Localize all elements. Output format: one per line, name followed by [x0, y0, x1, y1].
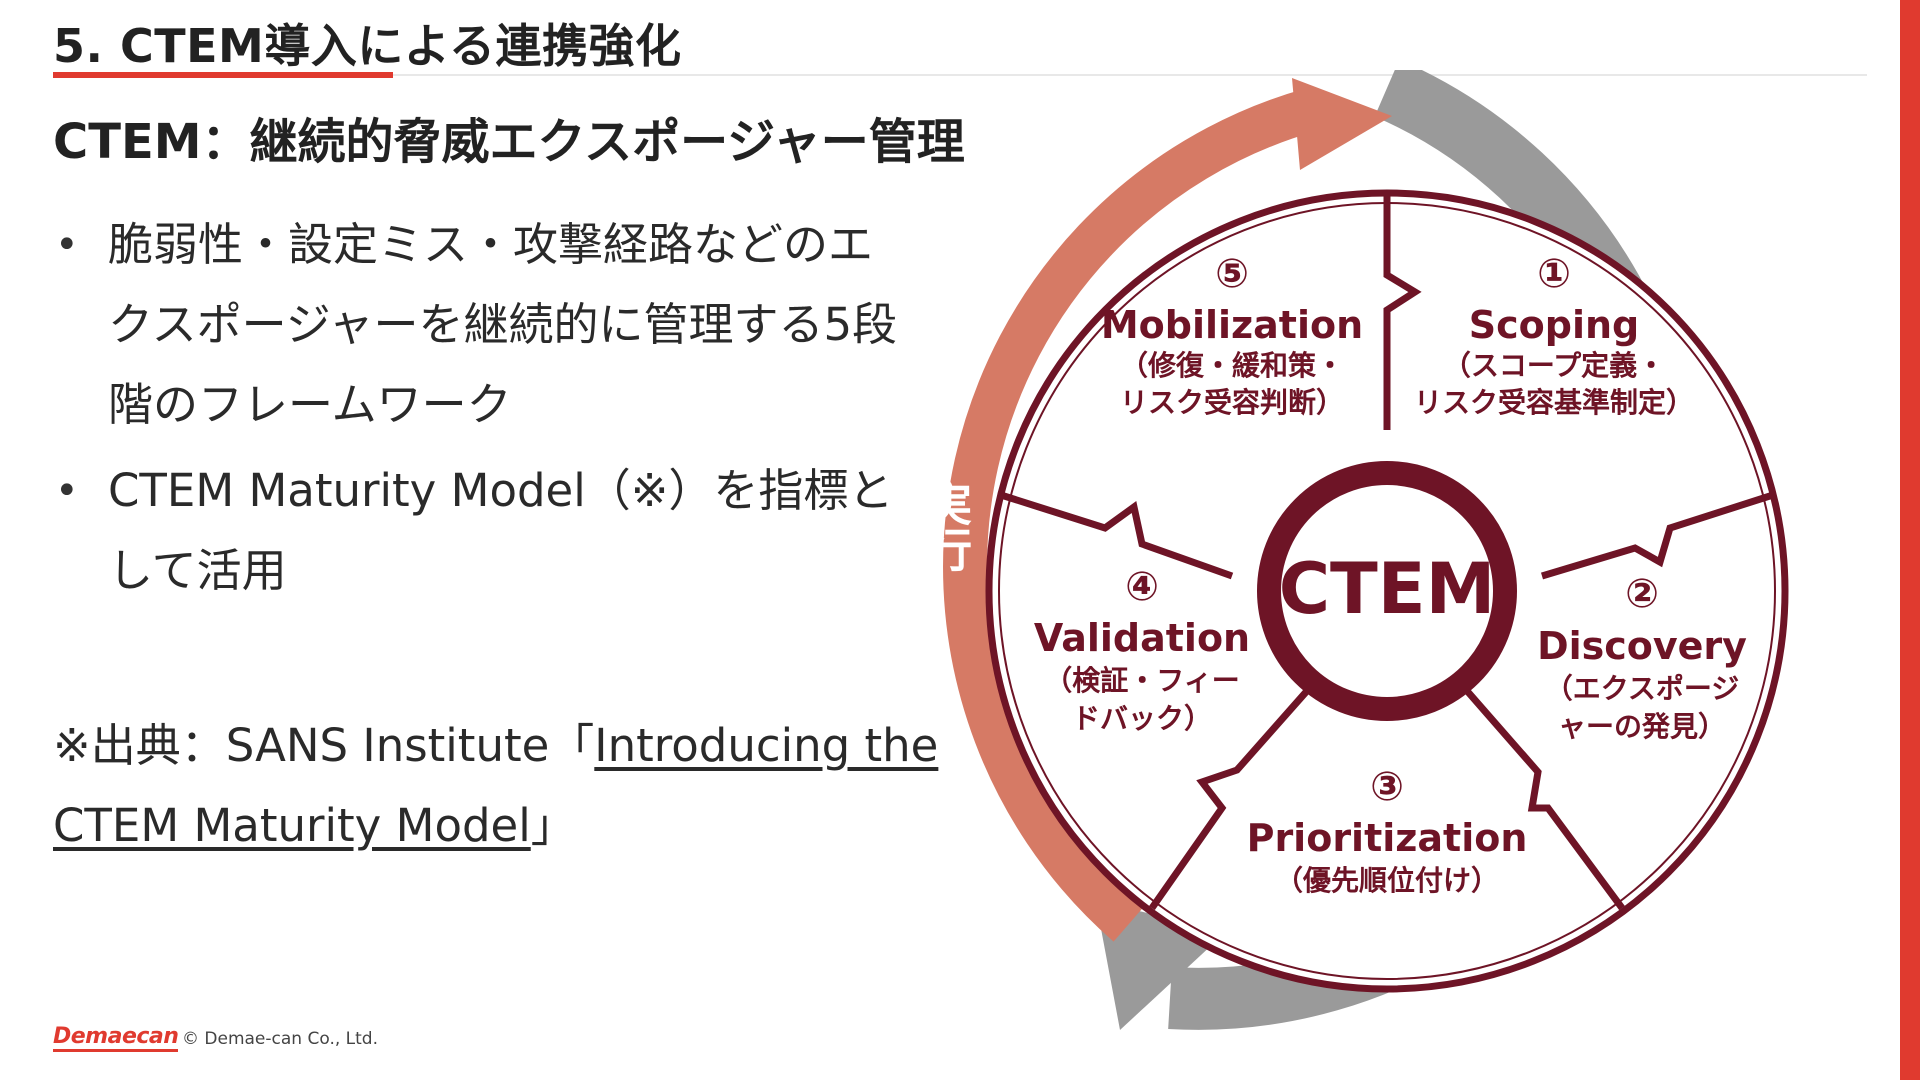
wheel-dividers — [999, 193, 1775, 911]
bullet-list: • 脆弱性・設定ミス・攻撃経路などのエクスポージャーを継続的に管理する5段階のフ… — [53, 205, 913, 617]
stage-desc-discovery-1: （エクスポージ — [1545, 672, 1740, 705]
divider-top — [1383, 193, 1422, 430]
stage-name-mobilization: Mobilization — [1101, 303, 1363, 347]
bullet-item-maturity-model: • CTEM Maturity Model（※）を指標として活用 — [53, 451, 913, 611]
source-citation: ※出典：SANS Institute「Introducing the CTEM … — [53, 706, 953, 866]
stage-name-validation: Validation — [1034, 616, 1250, 660]
ctem-hub-label: CTEM — [1279, 548, 1496, 630]
stage-desc-validation-2: ドバック） — [1072, 702, 1212, 735]
stage-number-2: ② — [1625, 571, 1659, 617]
stage-desc-validation-1: （検証・フィー — [1044, 664, 1239, 697]
stage-number-1: ① — [1537, 251, 1571, 297]
stage-name-scoping: Scoping — [1469, 303, 1639, 347]
source-suffix: 」 — [530, 799, 576, 852]
demaecan-logo: Demaecan — [53, 1024, 179, 1052]
execution-arc-label: 実行 — [919, 480, 973, 572]
source-link[interactable]: Introducing the CTEM Maturity Model — [53, 719, 939, 852]
stage-prioritization: ③ Prioritization （優先順位付け） — [1247, 764, 1528, 897]
stage-validation: ④ Validation （検証・フィー ドバック） — [1034, 564, 1250, 735]
stage-number-3: ③ — [1370, 764, 1404, 810]
bullet-text: CTEM Maturity Model（※）を指標として活用 — [108, 464, 894, 597]
stage-desc-mobilization-2: リスク受容判断） — [1120, 386, 1344, 419]
execution-arc — [943, 88, 1317, 942]
ctem-hub — [1257, 461, 1517, 721]
slide-title: 5. CTEM導入による連携強化 — [53, 19, 682, 73]
divider-lower-right — [1465, 689, 1625, 911]
stage-scoping: ① Scoping （スコープ定義・ リスク受容基準制定） — [1414, 251, 1694, 419]
stage-number-5: ⑤ — [1215, 251, 1249, 297]
execution-arrowhead-icon — [1292, 78, 1392, 170]
diagnosis-arc-label: 診断 — [1793, 480, 1847, 573]
bullet-dot-icon: • — [55, 222, 79, 268]
title-accent-underline — [53, 72, 393, 78]
stage-name-discovery: Discovery — [1537, 624, 1747, 668]
stage-mobilization: ⑤ Mobilization （修復・緩和策・ リスク受容判断） — [1101, 251, 1363, 419]
divider-right — [1540, 491, 1775, 580]
footer-copyright: © Demae-can Co., Ltd. — [182, 1029, 378, 1049]
stage-desc-prioritization-1: （優先順位付け） — [1275, 864, 1499, 897]
stage-desc-mobilization-1: （修復・緩和策・ — [1120, 349, 1344, 382]
divider-left — [999, 491, 1234, 580]
stage-desc-scoping-2: リスク受容基準制定） — [1414, 386, 1694, 419]
divider-lower-left — [1149, 689, 1309, 911]
stage-desc-scoping-1: （スコープ定義・ — [1443, 349, 1665, 382]
stage-number-4: ④ — [1125, 564, 1159, 610]
ctem-cycle-diagram: CTEM ① Scoping （スコープ定義・ リスク受容基準制定） ② Dis… — [919, 70, 1847, 1030]
source-prefix: ※出典：SANS Institute「 — [53, 719, 595, 772]
bullet-text: 脆弱性・設定ミス・攻撃経路などのエクスポージャーを継続的に管理する5段階のフレー… — [108, 218, 898, 431]
stage-desc-discovery-2: ャーの発見） — [1558, 710, 1726, 743]
bullet-item-framework: • 脆弱性・設定ミス・攻撃経路などのエクスポージャーを継続的に管理する5段階のフ… — [53, 205, 913, 445]
stage-discovery: ② Discovery （エクスポージ ャーの発見） — [1537, 571, 1747, 743]
bullet-dot-icon: • — [55, 468, 79, 514]
section-subheading: CTEM：継続的脅威エクスポージャー管理 — [53, 114, 965, 170]
right-edge-accent-bar — [1900, 0, 1920, 1080]
title-divider — [53, 74, 1867, 76]
stage-name-prioritization: Prioritization — [1247, 816, 1528, 860]
